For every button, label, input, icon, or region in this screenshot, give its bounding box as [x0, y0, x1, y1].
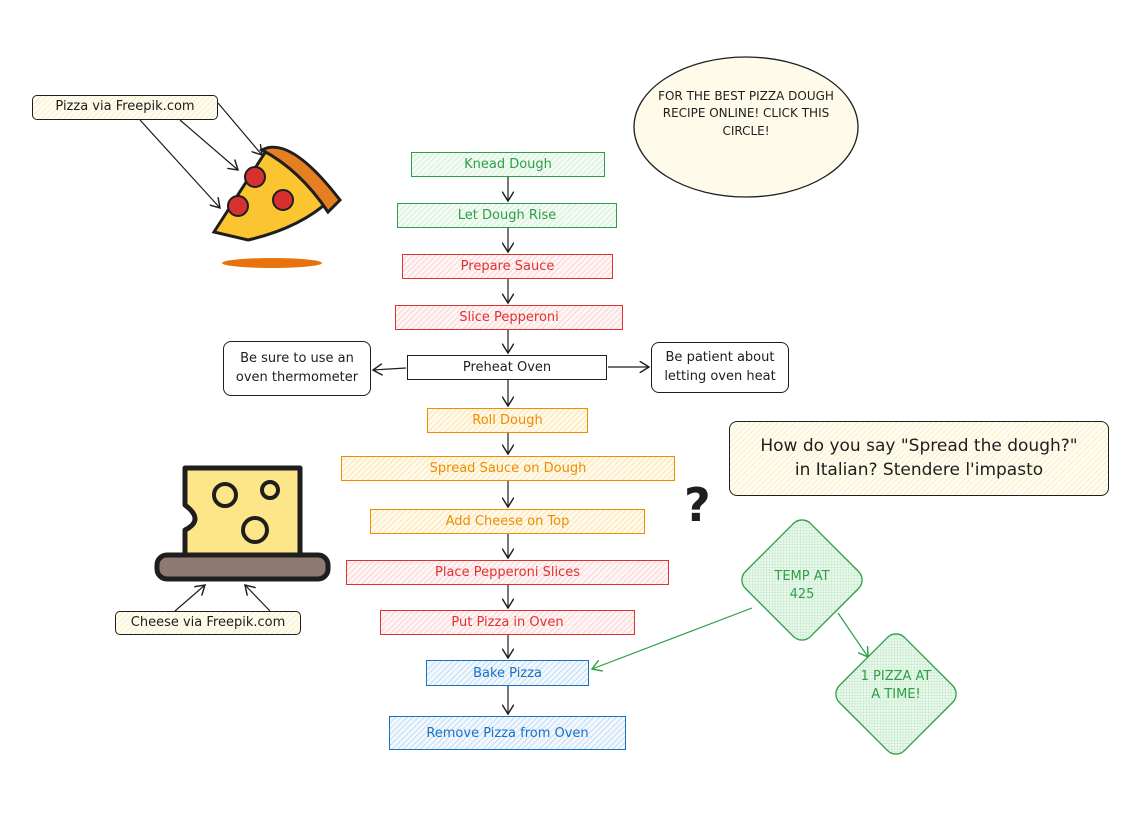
step-knead-dough: Knead Dough — [411, 152, 605, 177]
step-remove-pizza: Remove Pizza from Oven — [389, 716, 626, 750]
patient-note: Be patient about letting oven heat — [651, 342, 789, 393]
cheese-image — [154, 465, 331, 582]
step-slice-pepperoni: Slice Pepperoni — [395, 305, 623, 330]
arrow — [217, 102, 262, 155]
arrow — [373, 368, 407, 370]
step-place-pepperoni: Place Pepperoni Slices — [346, 560, 669, 585]
temp-diamond — [741, 519, 863, 641]
cheese-credit-label[interactable]: Cheese via Freepik.com — [115, 611, 301, 635]
step-bake-pizza: Bake Pizza — [426, 660, 589, 686]
step-prepare-sauce: Prepare Sauce — [402, 254, 613, 279]
question-mark: ? — [684, 478, 711, 532]
italian-note: How do you say "Spread the dough?" in It… — [729, 421, 1109, 496]
step-preheat-oven: Preheat Oven — [407, 355, 607, 380]
thermometer-note: Be sure to use an oven thermometer — [223, 341, 371, 396]
step-put-in-oven: Put Pizza in Oven — [380, 610, 635, 635]
step-add-cheese: Add Cheese on Top — [370, 509, 645, 534]
one-pizza-diamond — [835, 633, 957, 755]
step-spread-sauce: Spread Sauce on Dough — [341, 456, 675, 481]
recipe-circle-text[interactable]: FOR THE BEST PIZZA DOUGH RECIPE ONLINE! … — [658, 89, 834, 138]
pizza-credit-label[interactable]: Pizza via Freepik.com — [32, 95, 218, 120]
arrow — [139, 119, 220, 208]
pizza-slice-image — [211, 145, 342, 268]
arrow-temp-to-bake — [592, 607, 753, 669]
recipe-circle[interactable] — [633, 56, 859, 198]
arrow-temp-to-one-pizza — [837, 612, 868, 657]
arrow — [174, 585, 205, 612]
arrow — [245, 585, 271, 612]
step-roll-dough: Roll Dough — [427, 408, 588, 433]
temp-diamond-text: TEMP AT 425 — [774, 569, 830, 602]
arrow — [179, 119, 238, 170]
one-pizza-diamond-text: 1 PIZZA AT A TIME! — [860, 669, 932, 702]
step-let-dough-rise: Let Dough Rise — [397, 203, 617, 228]
